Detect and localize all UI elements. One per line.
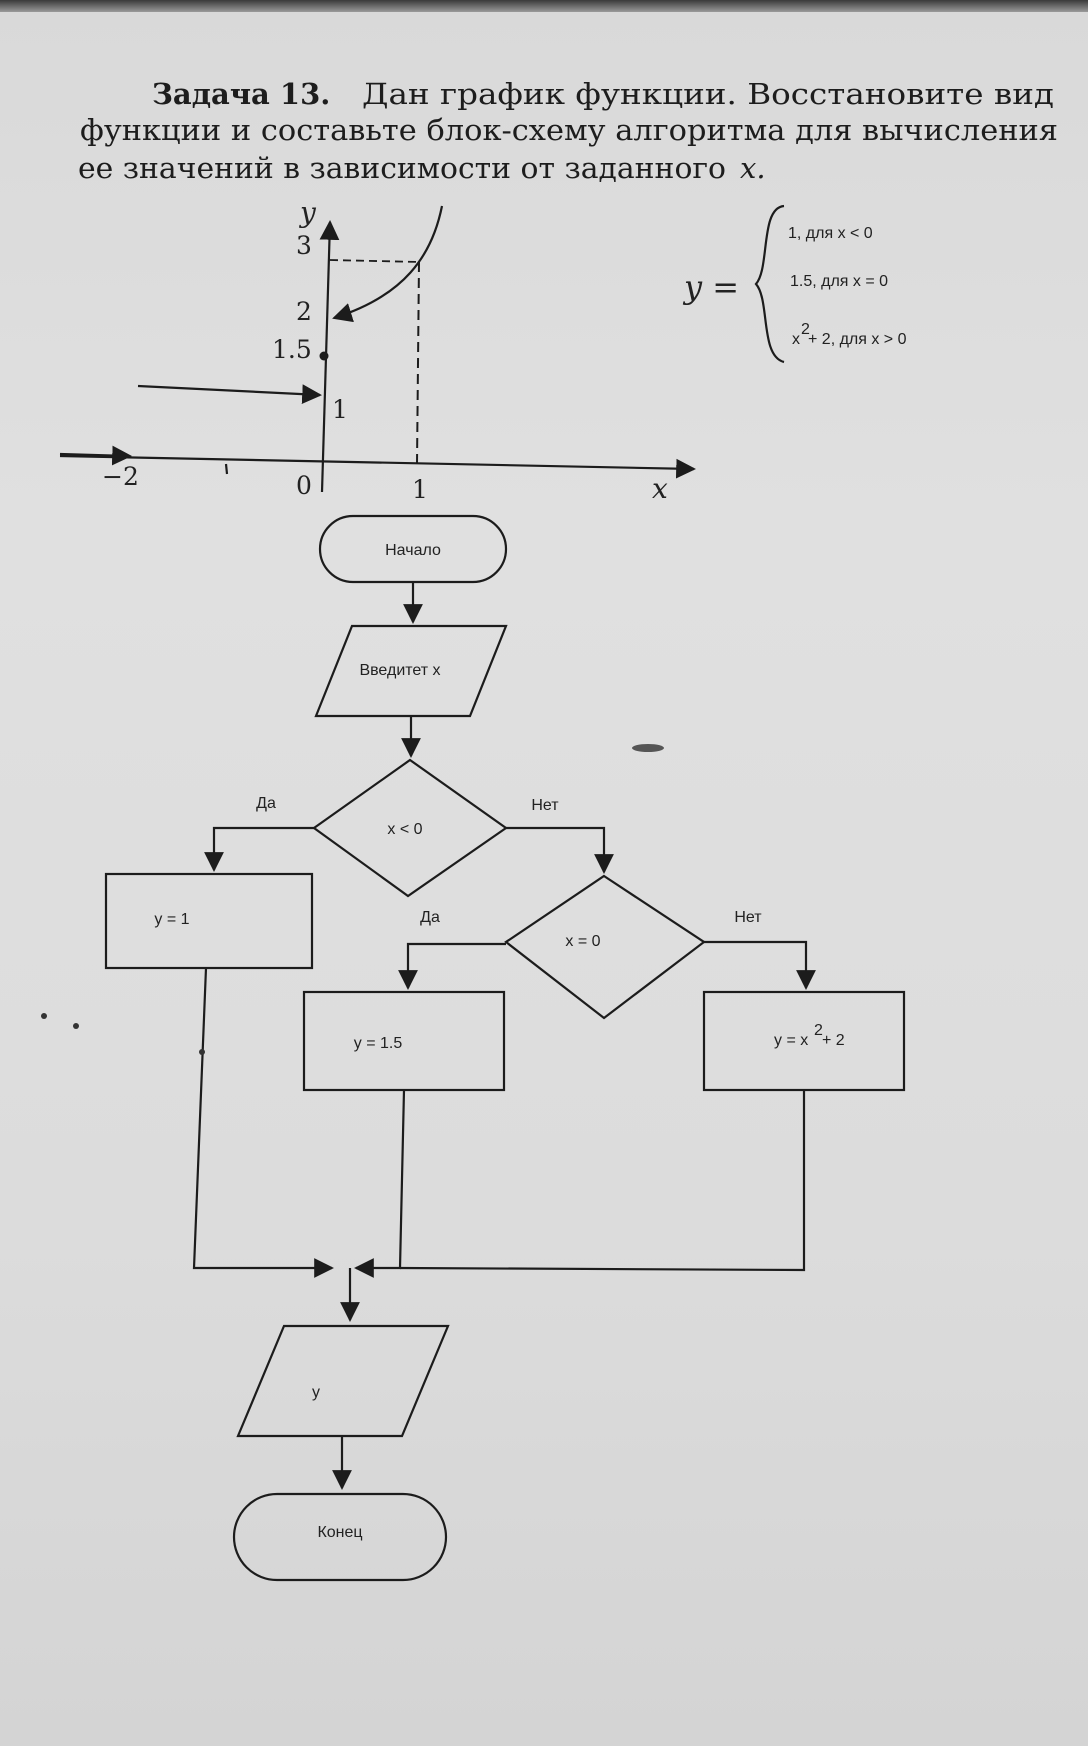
decision-2-no-label: Нет: [734, 909, 762, 926]
problem-line-3: ее значений в зависимости от заданного: [78, 151, 726, 185]
end-terminator: [232, 1492, 448, 1582]
equation-case-2: 1.5, для x = 0: [790, 273, 888, 290]
assign-y-1-5: [302, 990, 506, 1092]
output-block: [236, 1324, 450, 1438]
parabola-branch: [332, 205, 444, 323]
assign-3-exponent: 2: [814, 1022, 823, 1039]
assign-y-1-5-label: y = 1.5: [354, 1035, 403, 1052]
equation-case-3-base: x: [792, 331, 800, 348]
decision-1-yes-label: Да: [256, 795, 276, 812]
dashed-guide-horizontal: [329, 259, 421, 263]
problem-variable: x.: [740, 151, 766, 185]
decision-x-lt-0: [312, 758, 508, 898]
function-graph: y x 3 2 1.5 1 −2 0 1: [59, 196, 696, 505]
y-tick-3: 3: [296, 231, 312, 260]
problem-line-2: функции и составьте блок-схему алгоритма…: [80, 113, 1058, 147]
x-tick-minus1: [224, 463, 229, 475]
paper-speckles: [41, 744, 664, 1055]
branch-lower-segment: [59, 445, 132, 466]
merge-from-y1-5: [354, 1089, 406, 1278]
equation-brace: [754, 204, 785, 364]
y-tick-1: 1: [332, 395, 348, 424]
arrow-cond2-yes: [398, 942, 506, 990]
assign-3-base: y = x: [774, 1032, 808, 1049]
decision-x-eq-0: [504, 874, 706, 1020]
output-label: y: [312, 1384, 320, 1401]
flowchart: Начало Введитет x x < 0 Да Нет y = 1 x =…: [104, 514, 906, 1582]
assign-y-1: [104, 872, 314, 970]
branch-y1-segment: [137, 384, 322, 405]
arrow-cond1-yes: [204, 826, 314, 872]
x-axis: [59, 454, 696, 479]
decision-2-label: x = 0: [565, 933, 600, 950]
merge-from-y1: [192, 967, 334, 1278]
merge-from-y-x2: [399, 1090, 806, 1272]
equation-case-3-exponent: 2: [801, 321, 810, 338]
equation-lhs: y =: [682, 268, 739, 306]
page-top-shadow: [0, 0, 1088, 12]
y-tick-1-5: 1.5: [272, 335, 312, 364]
decision-1-label: x < 0: [387, 821, 422, 838]
problem-text: Задача 13. Дан график функции. Восстанов…: [78, 77, 1058, 185]
assign-y-1-label: y = 1: [154, 911, 189, 928]
input-label: Введитет x: [359, 662, 440, 679]
piecewise-equation: y = 1, для x < 0 1.5, для x = 0 x 2 + 2,…: [682, 204, 907, 364]
x-tick-minus2: −2: [102, 462, 139, 491]
point-0-1-5: [319, 351, 329, 361]
y-axis-label: y: [298, 196, 317, 229]
y-tick-2: 2: [296, 297, 312, 326]
x-axis-label: x: [652, 472, 668, 505]
x-tick-1: 1: [412, 475, 428, 504]
assign-3-rest: + 2: [822, 1032, 845, 1049]
equation-case-3-rest: + 2, для x > 0: [808, 331, 907, 348]
input-block: [314, 624, 508, 718]
problem-title: Задача 13.: [152, 77, 330, 111]
decision-2-yes-label: Да: [420, 909, 440, 926]
x-tick-0: 0: [296, 471, 312, 500]
dashed-guide-vertical: [416, 261, 420, 465]
end-label: Конец: [317, 1524, 362, 1541]
start-label: Начало: [385, 542, 441, 559]
arrow-cond2-no: [704, 940, 816, 990]
decision-1-no-label: Нет: [531, 797, 559, 814]
paper-sheet: [0, 8, 1088, 1746]
arrow-cond1-no: [506, 826, 614, 874]
equation-case-1: 1, для x < 0: [788, 225, 873, 242]
problem-line-1: Дан график функции. Восстановите вид: [362, 77, 1054, 111]
